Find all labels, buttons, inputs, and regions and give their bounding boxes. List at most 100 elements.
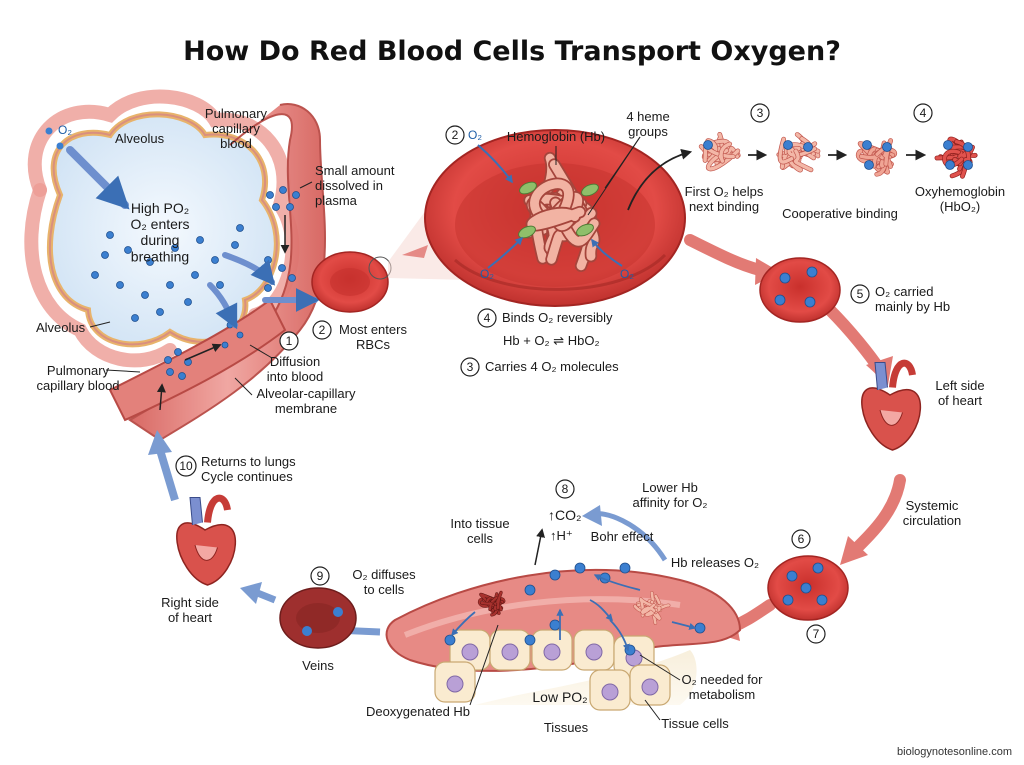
carries-label: Carries 4 O₂ molecules: [485, 359, 619, 374]
o2-molecule: [806, 266, 818, 278]
pulmonary-capillary: [128, 103, 326, 442]
hb-small-group: [477, 590, 671, 625]
o2-label-top: O₂: [58, 123, 72, 137]
o2-molecule: [264, 256, 272, 264]
o2-molecule: [236, 224, 244, 232]
hemoglobin-large: [518, 151, 601, 272]
o2-molecule: [101, 251, 109, 259]
heme-group-4: [576, 223, 594, 237]
alveolus-top-label: Alveolus: [115, 131, 165, 146]
step-6-number: 6: [798, 532, 805, 546]
o2-molecule: [211, 256, 219, 264]
o2-molecule: [812, 562, 824, 574]
o2-molecule: [786, 570, 798, 582]
rbc-step-9: [279, 587, 357, 649]
step-8-number: 8: [562, 482, 569, 496]
zoom-arrow: [402, 245, 428, 258]
o2-molecule: [164, 356, 172, 364]
lung-arrows: [66, 146, 320, 411]
step-4-number: 4: [484, 311, 491, 325]
step-10-badge: [175, 455, 197, 477]
tissue-cell: [573, 629, 615, 671]
tissue-o2-molecules: [444, 562, 706, 656]
tissue-cells-group: [434, 629, 671, 711]
step-3b-number: 3: [757, 106, 764, 120]
o2-molecule: [782, 594, 794, 606]
heart-right-icon: [176, 494, 237, 586]
o2-molecule: [146, 258, 154, 266]
step-10-number: 10: [179, 459, 193, 473]
deoxygenated-hb: [477, 590, 506, 617]
o2-bound: [963, 160, 973, 170]
step-8-badge: [555, 479, 575, 499]
o2-molecule: [174, 348, 182, 356]
o2-molecule: [236, 331, 244, 339]
o2-rbc-label-b: O₂: [480, 267, 494, 281]
heme-group-3: [518, 225, 536, 239]
step-4-badge: [477, 308, 497, 328]
step-3b-badge: [750, 103, 770, 123]
tissue-cell: [489, 629, 531, 671]
cooperative-label: Cooperative binding: [782, 206, 898, 221]
o2-molecule: [549, 619, 561, 631]
o2-molecule: [184, 298, 192, 306]
hb-molecule-2: [776, 132, 821, 173]
o2-rbc-label-c: O₂: [620, 267, 634, 281]
o2-bound: [945, 160, 955, 170]
o2-molecule: [800, 582, 812, 594]
o2-molecule: [106, 231, 114, 239]
h-ion-label: ↑H⁺: [550, 528, 573, 543]
heart-left-icon: [861, 359, 922, 451]
o2-bound: [864, 160, 874, 170]
o2-rbc-label-a: O₂: [468, 128, 482, 142]
page-title: How Do Red Blood Cells Transport Oxygen?: [183, 36, 841, 67]
rbc-5-o2-molecules: [774, 266, 818, 308]
o2-molecule: [549, 569, 561, 581]
o2-molecule: [816, 594, 828, 606]
step-9-number: 9: [317, 569, 324, 583]
o2-molecule: [272, 203, 280, 211]
deoxy-label: Deoxygenated Hb: [366, 704, 470, 719]
alveolus-left-label: Alveolus: [36, 320, 86, 335]
o2-molecule: [178, 372, 186, 380]
bohr-label: Bohr effect: [591, 529, 654, 544]
o2-molecule: [804, 296, 816, 308]
oxyhemoglobin-label: Oxyhemoglobin(HbO₂): [915, 184, 1005, 214]
o2-molecule: [524, 584, 536, 596]
step-7-number: 7: [813, 627, 820, 641]
o2-bound: [783, 140, 793, 150]
hemoglobin-label: Hemoglobin (Hb): [507, 129, 605, 144]
tissue-cell: [589, 669, 631, 711]
o2-molecule: [288, 274, 296, 282]
o2-molecule: [231, 241, 239, 249]
o2-bound: [963, 142, 973, 152]
o2-molecule: [266, 191, 274, 199]
o2-molecule: [196, 236, 204, 244]
binds-reversibly-label: Binds O₂ reversibly: [502, 310, 613, 325]
tissue-cell: [449, 629, 491, 671]
o2-molecule: [141, 291, 149, 299]
low-po2-label: Low PO₂: [532, 689, 587, 705]
tissue-arrows: [451, 505, 697, 652]
lung-o2-molecules: [91, 186, 300, 380]
step-3-number: 3: [467, 360, 474, 374]
step-5-number: 5: [857, 287, 864, 301]
o2-molecule: [286, 203, 294, 211]
hb-molecule-3: [855, 138, 898, 177]
step-1-badge: [279, 331, 299, 351]
